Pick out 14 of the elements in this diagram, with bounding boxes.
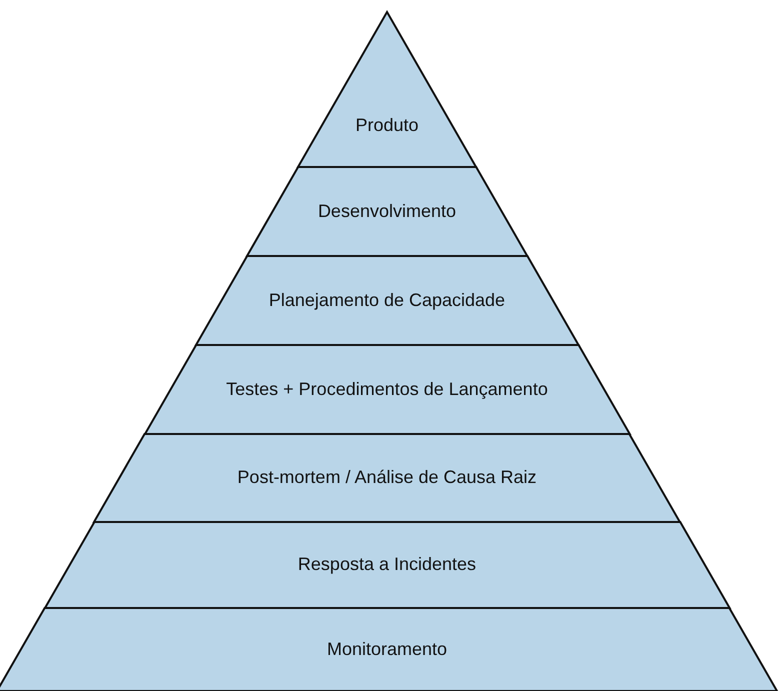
pyramid-tier (246, 167, 528, 256)
tier-label: Desenvolvimento (316, 200, 458, 222)
tier-label: Testes + Procedimentos de Lançamento (225, 378, 549, 400)
pyramid-tier (44, 522, 730, 608)
pyramid-tier (144, 345, 630, 434)
pyramid-tier (0, 608, 777, 691)
pyramid-tier (94, 434, 680, 522)
tier-label: Resposta a Incidentes (296, 554, 478, 575)
pyramid-tier (298, 12, 476, 167)
tier-label: Monitoramento (326, 638, 448, 660)
tier-label: Planejamento de Capacidade (268, 290, 506, 310)
tier-label: Produto (354, 115, 420, 136)
tier-label: Post-mortem / Análise de Causa Raiz (236, 467, 538, 488)
pyramid-tier (196, 256, 578, 345)
